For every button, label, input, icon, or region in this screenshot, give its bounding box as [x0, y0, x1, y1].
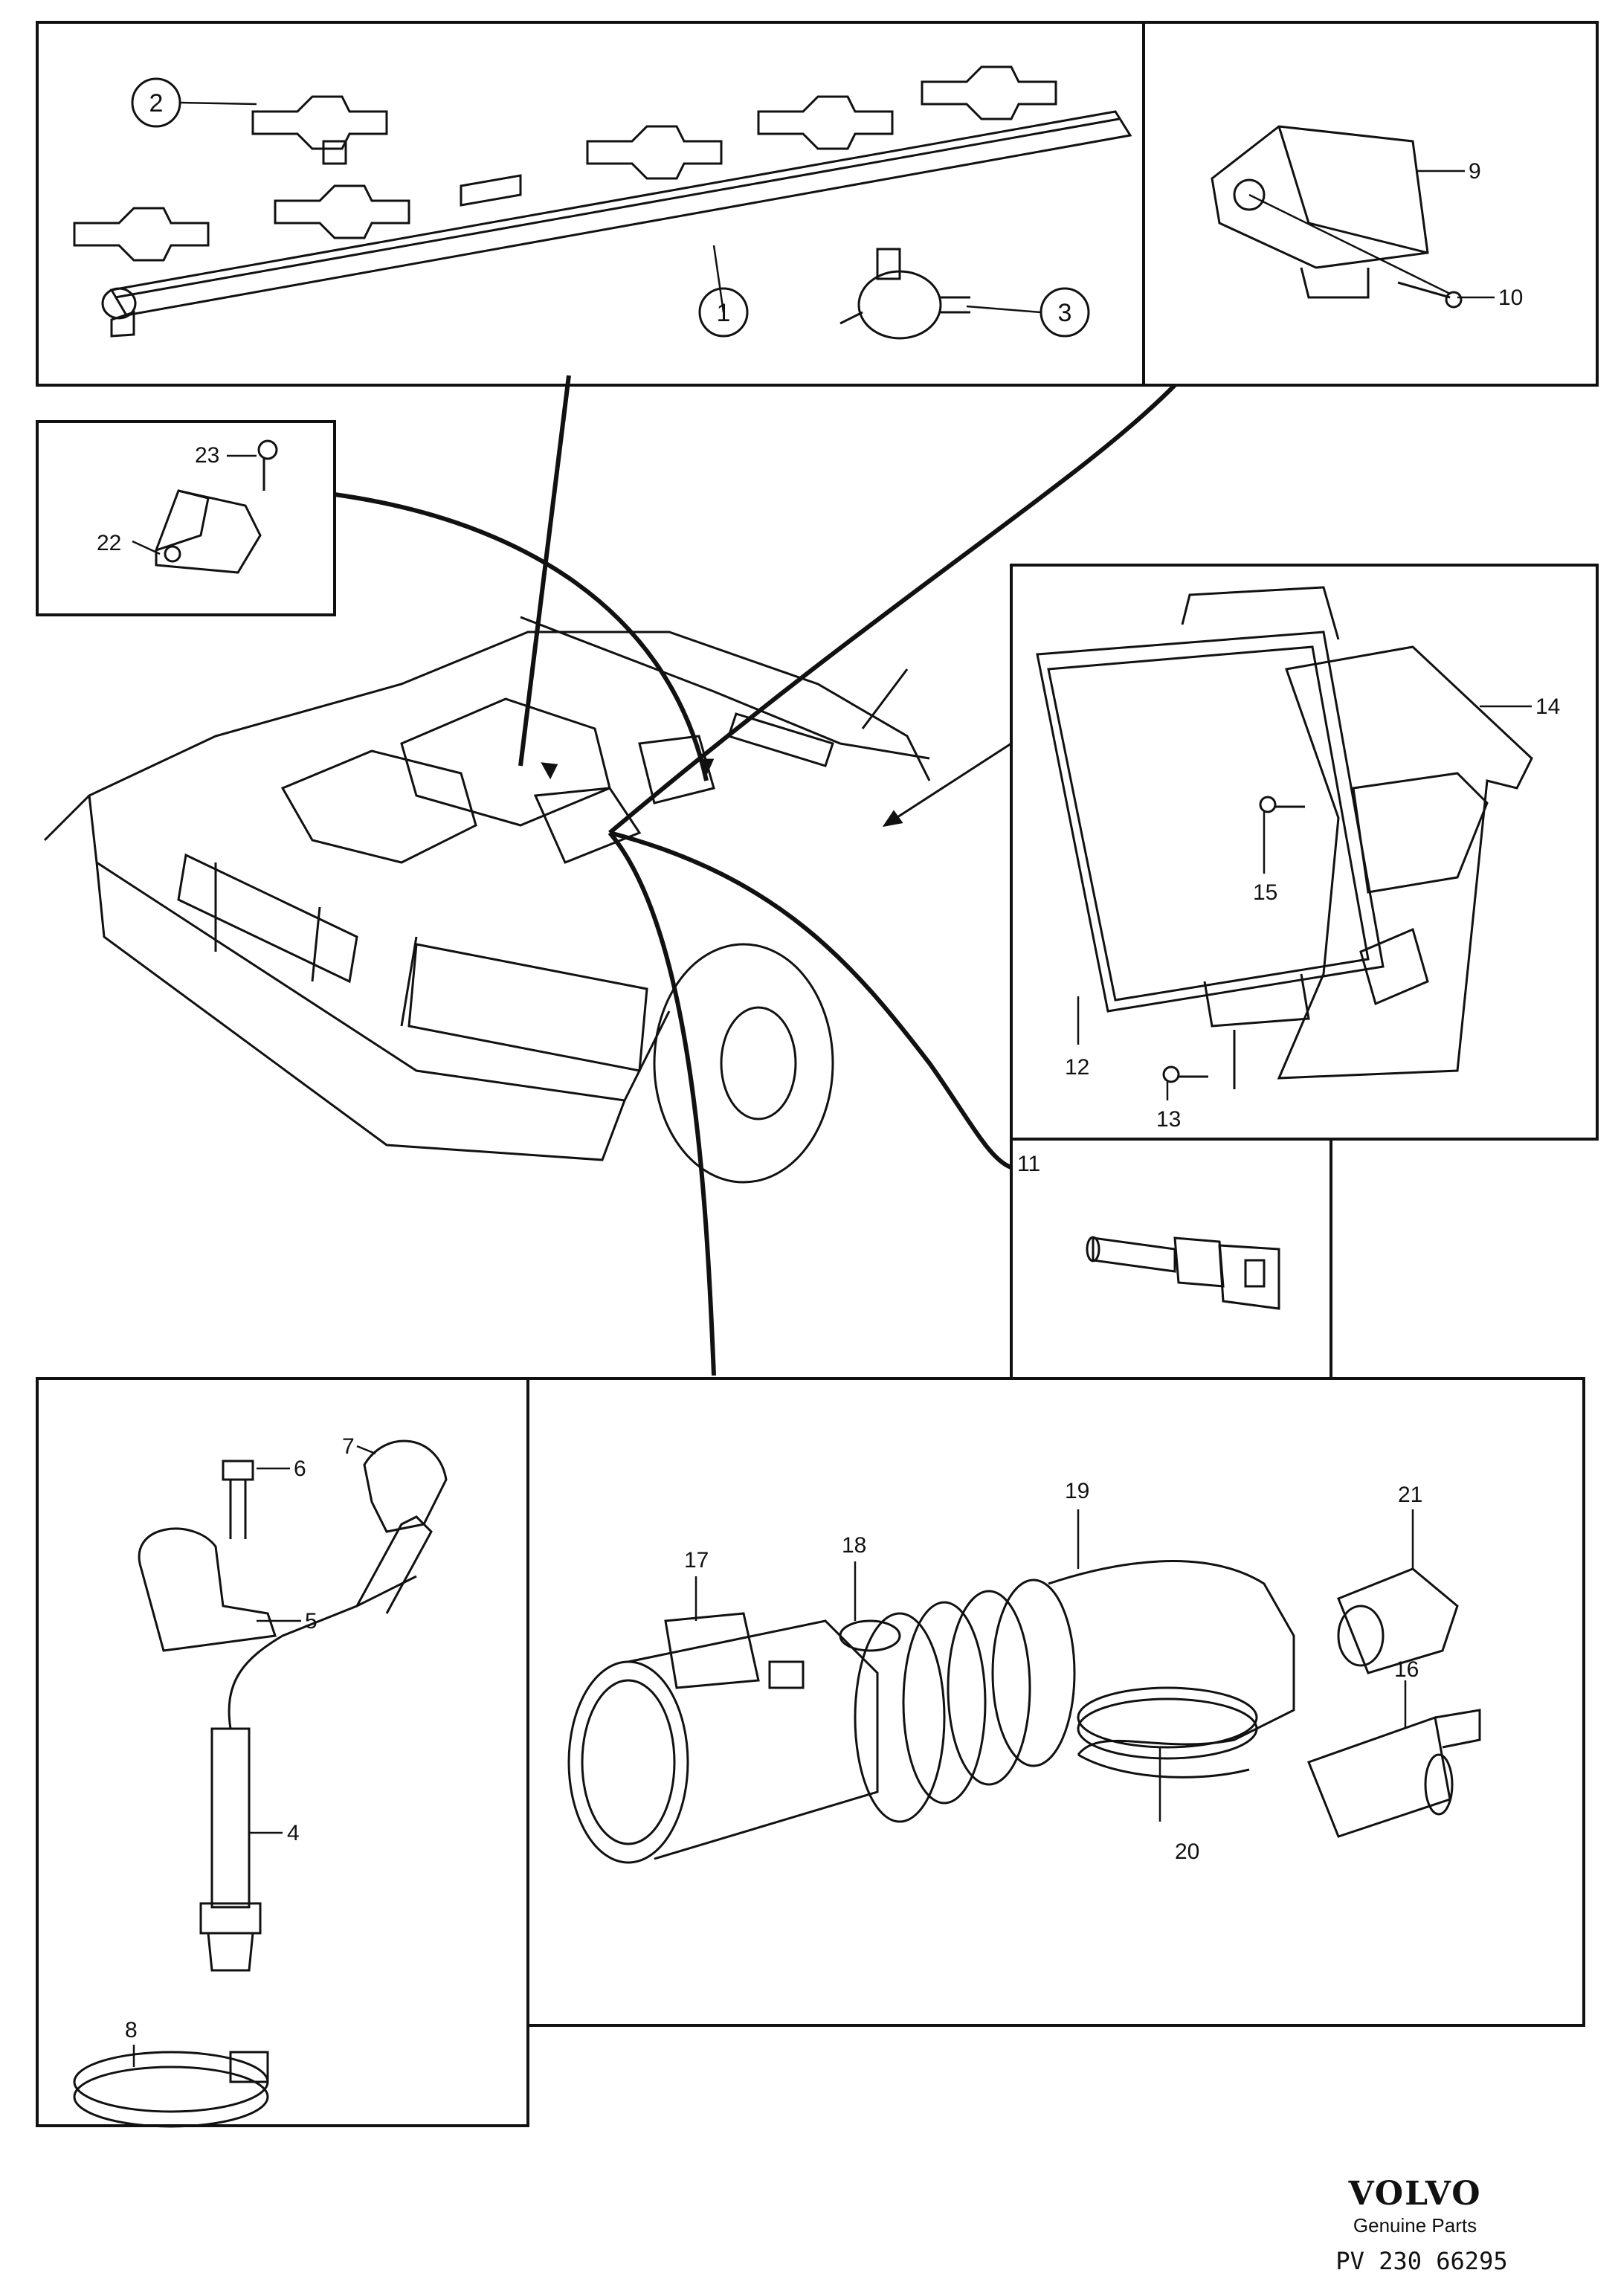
hose-clamp-8: [73, 2051, 269, 2128]
control-unit: [1036, 586, 1533, 1089]
brand-tagline: Genuine Parts: [1353, 2214, 1477, 2237]
clamp-7: [363, 1439, 448, 1533]
callout-4: 4: [287, 1821, 300, 1845]
idle-valve: [1307, 1709, 1481, 1838]
bolt-6: [222, 1460, 254, 1539]
callout-2: 2: [149, 89, 164, 117]
callout-17: 17: [684, 1548, 709, 1573]
injector: [73, 207, 210, 262]
injector: [921, 65, 1057, 120]
callout-14: 14: [1535, 694, 1560, 719]
callout-5: 5: [305, 1609, 318, 1634]
panel-crank-sensor: [36, 420, 336, 616]
injector-group: [73, 65, 1057, 262]
callout-13: 13: [1156, 1107, 1181, 1132]
injector: [757, 95, 894, 150]
callout-22: 22: [97, 531, 121, 555]
panel-temp-sensor: [1010, 1138, 1332, 1380]
connector-arrows: [541, 742, 1012, 828]
injector: [274, 184, 410, 239]
panel-control-unit: [1010, 564, 1599, 1141]
injector: [586, 125, 723, 180]
panel-air-intake: [526, 1377, 1585, 2027]
sensor-21: [1337, 1567, 1459, 1674]
clamp-5: [138, 1527, 277, 1652]
crank-sensor: [155, 439, 278, 574]
callout-15: 15: [1253, 880, 1277, 905]
pressure-sensor: [1211, 125, 1463, 309]
hose-clamp-20: [1077, 1686, 1258, 1760]
callout-7: 7: [342, 1434, 355, 1459]
panel-pressure-sensor: [1142, 21, 1599, 387]
callout-3: 3: [1058, 299, 1072, 327]
temp-sensor: [1086, 1236, 1280, 1310]
callout-10: 10: [1498, 286, 1523, 310]
callout-11: 11: [1017, 1152, 1040, 1176]
callout-20: 20: [1175, 1839, 1199, 1864]
volvo-logo: VOLVO: [1348, 2175, 1482, 2213]
connector-lines: [334, 375, 1177, 1376]
callout-8: 8: [125, 2018, 138, 2042]
fuel-rail: [101, 110, 1132, 338]
callout-16: 16: [1394, 1657, 1419, 1682]
callout-18: 18: [842, 1533, 866, 1558]
panel-lambda-sensor: [36, 1377, 529, 2127]
callout-6: 6: [294, 1457, 306, 1481]
callout-9: 9: [1469, 159, 1481, 184]
pressure-regulator: [839, 248, 970, 340]
callout-12: 12: [1065, 1055, 1089, 1080]
intake-bellows: [854, 1560, 1295, 1823]
lambda-sensor: [199, 1515, 433, 1972]
callout-19: 19: [1065, 1479, 1089, 1503]
hose-clamp-18: [839, 1619, 901, 1652]
callout-23: 23: [195, 443, 219, 468]
air-mass-meter: [567, 1612, 879, 1864]
callout-1: 1: [717, 299, 731, 327]
callout-21: 21: [1398, 1483, 1422, 1507]
reference-code: PV 230 66295: [1335, 2247, 1508, 2275]
car-sketch: [43, 616, 931, 1184]
injector: [251, 95, 388, 165]
